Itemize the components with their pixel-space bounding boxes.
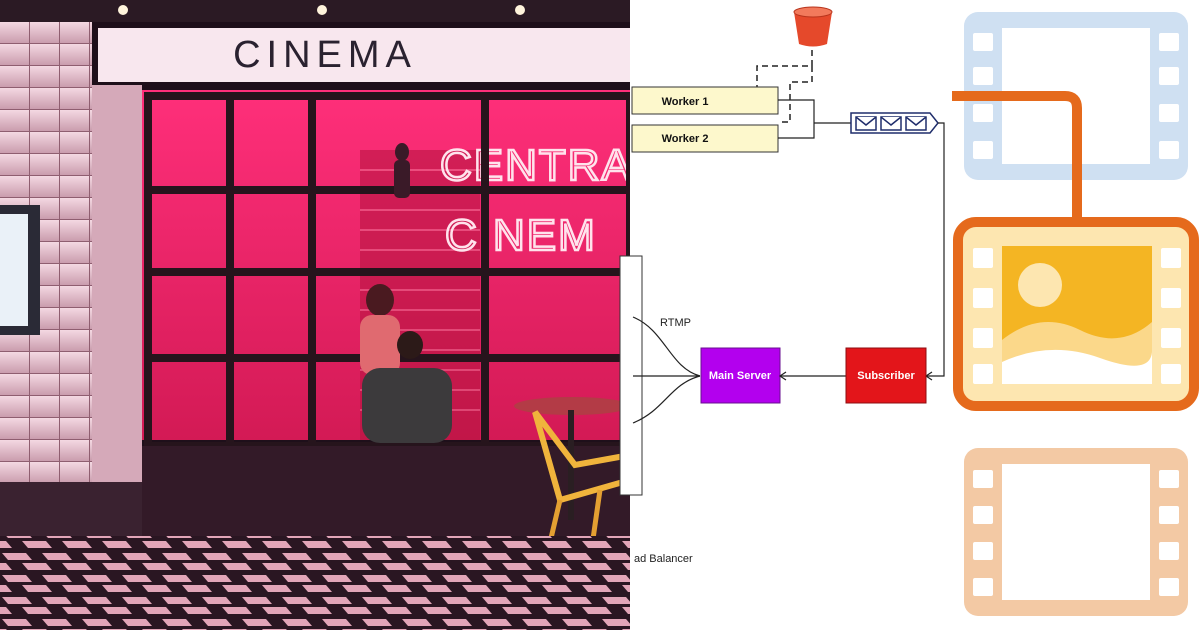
worker-2-label: Worker 2	[662, 133, 709, 145]
architecture-diagram: Worker 1 Worker 2 ad Balancer RTMP	[619, 0, 952, 630]
worker-1-node: Worker 1	[631, 86, 779, 115]
rtmp-edge-bottom	[632, 375, 701, 424]
ceiling	[0, 0, 630, 22]
pipeline-connector	[952, 91, 1082, 222]
tile-pillar	[92, 85, 142, 485]
main-server-label: Main Server	[709, 370, 772, 382]
ceiling-light	[118, 5, 128, 15]
s3-bucket-icon	[793, 6, 833, 47]
load-balancer-label: ad Balancer	[634, 553, 693, 565]
dashed-connector-worker1	[756, 50, 813, 88]
dashed-connector-worker2	[778, 66, 813, 123]
image-icon	[1002, 246, 1152, 384]
film-icon-panel	[952, 0, 1200, 630]
tiled-floor	[0, 536, 630, 630]
rtmp-label: RTMP	[660, 317, 691, 329]
marquee-text: CINEMA	[233, 34, 417, 76]
worker-2-node: Worker 2	[631, 124, 779, 153]
neon-sign-line2: CINEM	[445, 211, 597, 260]
subscriber-node: Subscriber	[845, 347, 927, 404]
worker-1-label: Worker 1	[662, 96, 709, 108]
ceiling-light	[515, 5, 525, 15]
message-queue-icon	[850, 112, 939, 134]
main-server-node: Main Server	[700, 347, 781, 404]
film-strip-icon-active	[953, 217, 1199, 411]
arrow-head	[778, 371, 787, 381]
film-strip-icon	[964, 448, 1188, 616]
subscriber-label: Subscriber	[857, 370, 915, 382]
people-silhouettes	[360, 143, 452, 443]
workers-to-queue-connector	[778, 99, 851, 139]
neon-sign-line1: CENTRA	[440, 141, 633, 190]
marquee-sign	[98, 28, 630, 82]
queue-to-subscriber-connector	[926, 122, 945, 377]
cinema-photo: CINEMA CENTRA CINEM	[0, 0, 634, 630]
ceiling-light	[317, 5, 327, 15]
rtmp-edge-top	[632, 316, 701, 377]
wall-base	[0, 482, 142, 536]
poster-screen	[0, 214, 28, 326]
